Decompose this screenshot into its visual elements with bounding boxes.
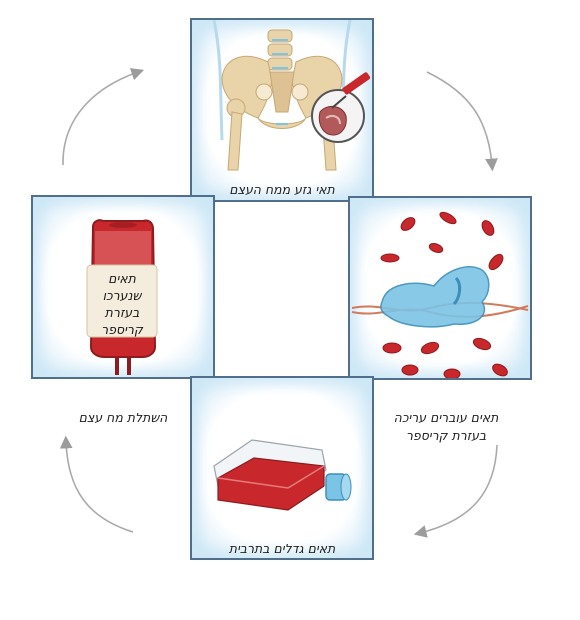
bag-label: תאים שנערכו בעזרת קריספר	[91, 270, 153, 338]
arrow-top-right	[426, 71, 498, 172]
arrow-top-left	[62, 68, 145, 166]
panel-transplant: תאים שנערכו בעזרת קריספר	[31, 195, 215, 379]
caption-crispr-line2: בעזרת קריספר	[405, 428, 487, 443]
panel-bone-marrow: תאי גזע ממח העצם	[190, 18, 374, 202]
blood-bag-illustration	[86, 219, 158, 375]
crispr-illustration	[351, 211, 529, 378]
bag-label-line4: קריספר	[101, 322, 143, 337]
bag-label-line3: בעזרת	[104, 305, 140, 320]
culture-flask-illustration	[213, 439, 352, 511]
panel-culture: תאים גדלים בתרבית	[190, 376, 374, 560]
caption-culture: תאים גדלים בתרבית	[228, 541, 336, 556]
caption-transplant: השתלת מח עצם	[78, 410, 168, 425]
arrow-bottom-right	[413, 444, 498, 538]
panel-crispr	[348, 196, 532, 380]
caption-crispr-line1: תאים עוברים עריכה	[393, 410, 499, 425]
arrow-bottom-left	[59, 435, 134, 533]
bag-label-line1: תאים	[108, 271, 136, 286]
caption-crispr: תאים עוברים עריכה בעזרת קריספר	[384, 409, 508, 445]
caption-bone-marrow: תאי גזע ממח העצם	[229, 182, 335, 197]
pelvis-illustration	[212, 20, 371, 171]
bag-label-line2: שנערכו	[102, 288, 142, 303]
